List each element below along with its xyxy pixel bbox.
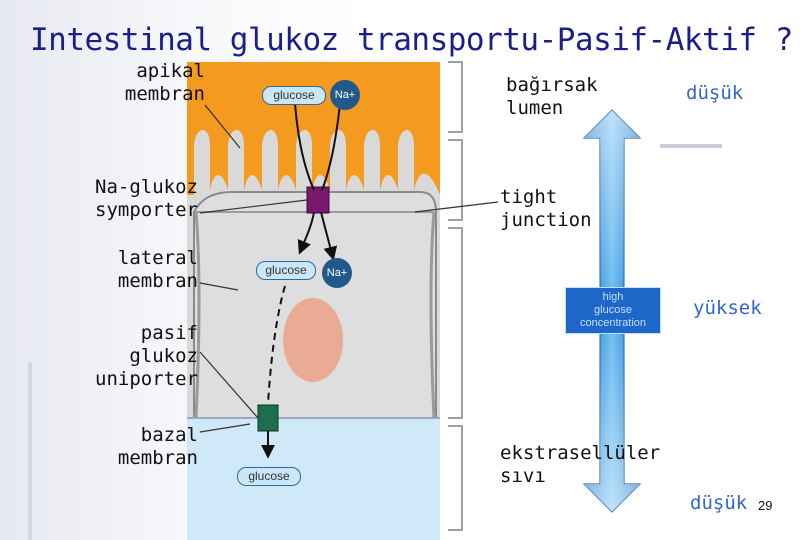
sodium-lumen-ion: Na+	[330, 80, 360, 110]
leader-lateral	[199, 282, 239, 291]
leader-basal	[199, 423, 251, 433]
glucose-path-out-symporter	[297, 211, 315, 255]
glucose-uniporter	[257, 404, 279, 432]
bracket-tight	[448, 139, 463, 221]
lateral-membrane-right	[429, 211, 436, 419]
sodium-path-into-symporter	[321, 103, 341, 191]
apical-layer	[187, 62, 440, 195]
page-title: Intestinal glukoz transportu-Pasif-Aktif…	[30, 22, 793, 58]
leader-uniporter	[199, 351, 259, 419]
label-low-bottom: düşük	[690, 492, 748, 514]
leader-tight	[414, 201, 499, 213]
region-brackets	[448, 61, 463, 531]
bracket-ecf	[448, 425, 463, 531]
glucose-path-to-uniporter	[267, 285, 286, 405]
label-low-top: düşük	[686, 82, 744, 104]
leader-lines	[199, 104, 499, 433]
cell-diagram-panel	[187, 62, 440, 540]
glucose-ecf-pill: glucose	[237, 467, 301, 486]
leader-symporter	[199, 199, 308, 214]
sodium-path-out-symporter	[320, 211, 338, 261]
leader-apical	[204, 104, 241, 149]
page-number: 29	[758, 498, 773, 513]
sodium-cytosol-ion: Na+	[322, 258, 352, 288]
lateral-membrane-left	[194, 211, 201, 419]
glucose-path-into-symporter	[294, 103, 315, 191]
na-glucose-symporter	[306, 186, 330, 214]
bracket-lumen	[448, 61, 463, 133]
bracket-lateral	[448, 227, 463, 419]
high-glucose-concentration-box: high glucose concentration	[565, 287, 661, 334]
decor-bar-right	[660, 144, 722, 148]
extracellular-fluid	[187, 418, 440, 540]
glucose-cytosol-pill: glucose	[256, 261, 316, 280]
glucose-lumen-pill: glucose	[262, 86, 326, 105]
label-high: yüksek	[693, 297, 762, 319]
decor-bar-left	[28, 362, 32, 540]
nucleus	[283, 298, 343, 382]
